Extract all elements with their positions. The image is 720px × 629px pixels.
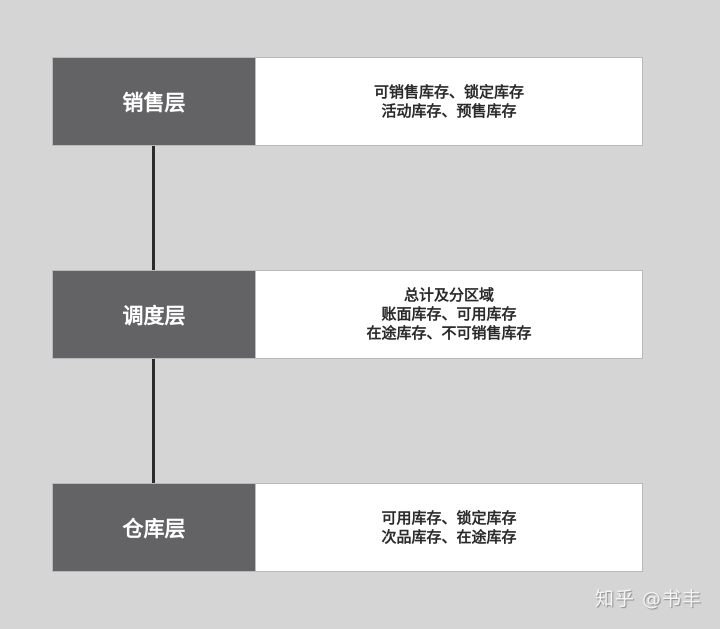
desc-line: 可销售库存、锁定库存 — [373, 82, 524, 101]
sales-layer-label: 销售层 — [53, 58, 255, 145]
watermark: 知乎 @书丰 — [594, 588, 702, 610]
dispatch-layer-label: 调度层 — [53, 271, 255, 358]
sales-layer-description: 可销售库存、锁定库存 活动库存、预售库存 — [255, 58, 642, 145]
connector-sales-dispatch — [152, 146, 155, 270]
desc-line: 在途库存、不可销售库存 — [366, 324, 532, 342]
dispatch-layer-description: 总计及分区域 账面库存、可用库存 在途库存、不可销售库存 — [255, 271, 642, 358]
dispatch-layer: 调度层 总计及分区域 账面库存、可用库存 在途库存、不可销售库存 — [52, 270, 643, 359]
warehouse-layer-label: 仓库层 — [53, 484, 255, 571]
desc-line: 活动库存、预售库存 — [381, 101, 517, 120]
desc-line: 可用库存、锁定库存 — [381, 508, 517, 527]
desc-line: 总计及分区域 — [403, 286, 494, 304]
desc-line: 次品库存、在途库存 — [381, 527, 517, 546]
sales-layer: 销售层 可销售库存、锁定库存 活动库存、预售库存 — [52, 57, 643, 146]
warehouse-layer: 仓库层 可用库存、锁定库存 次品库存、在途库存 — [52, 483, 643, 572]
warehouse-layer-description: 可用库存、锁定库存 次品库存、在途库存 — [255, 484, 642, 571]
connector-dispatch-warehouse — [152, 359, 155, 483]
desc-line: 账面库存、可用库存 — [381, 305, 517, 323]
